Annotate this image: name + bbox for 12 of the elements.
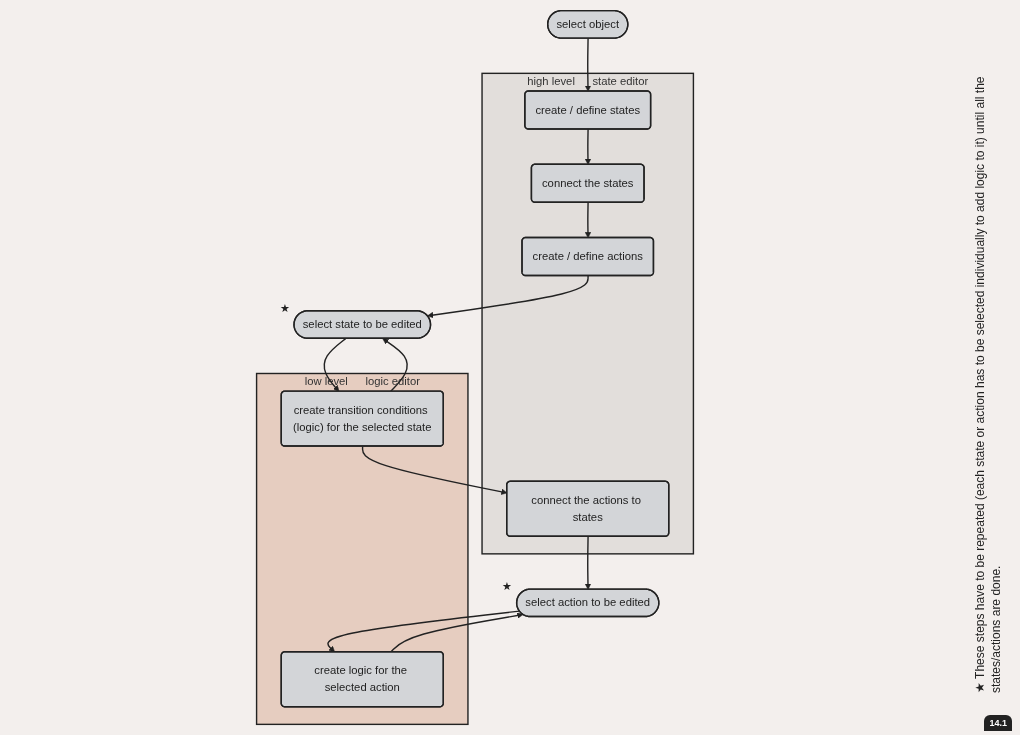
- arrow: [323, 337, 347, 392]
- arrow: [382, 338, 408, 393]
- arrow: [584, 37, 592, 92]
- arrow: [584, 535, 592, 590]
- star-mark: ★: [502, 580, 513, 593]
- page-number-tab: 14.1: [984, 715, 1012, 731]
- arrow: [584, 201, 592, 239]
- arrow: [389, 612, 524, 653]
- star-mark: ★: [279, 302, 290, 315]
- footnote: ★ These steps have to be repeated (each state or action has to be selected individually to add logic to it) until all the states/actions are done.: [972, 75, 1004, 693]
- arrow: [584, 128, 592, 165]
- arrow: [427, 275, 589, 319]
